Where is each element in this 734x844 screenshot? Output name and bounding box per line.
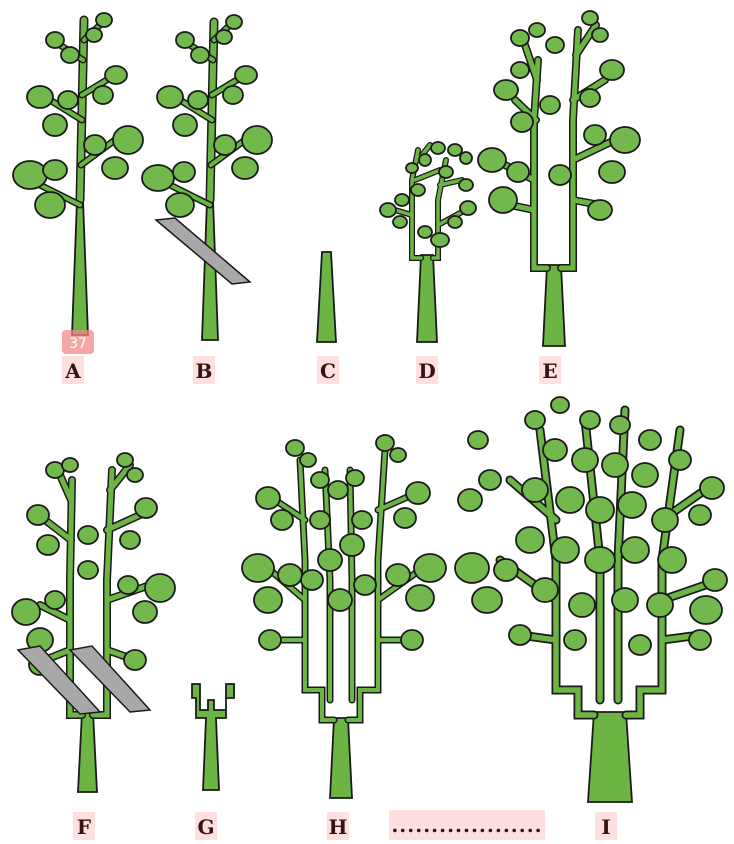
label-i: I xyxy=(595,812,617,840)
plant-d xyxy=(380,142,476,342)
plant-e xyxy=(478,11,640,346)
plant-h xyxy=(242,435,446,798)
svg-text:E: E xyxy=(542,359,557,383)
label-b: B xyxy=(193,356,215,384)
label-e: E xyxy=(539,356,561,384)
svg-text:B: B xyxy=(196,359,213,383)
page-badge: 37 xyxy=(62,330,94,354)
svg-text:C: C xyxy=(320,359,336,383)
plant-a xyxy=(13,13,143,335)
plant-i xyxy=(455,397,727,802)
label-h: H xyxy=(327,812,349,840)
svg-text:A: A xyxy=(64,359,81,383)
svg-text:H: H xyxy=(329,815,348,839)
svg-text:...................: ................... xyxy=(391,813,542,837)
plant-g xyxy=(192,684,234,790)
plant-b xyxy=(142,15,272,340)
label-a: A xyxy=(62,356,84,384)
cutting-blade xyxy=(156,218,250,284)
badge-text: 37 xyxy=(69,336,87,352)
label-g: G xyxy=(195,812,217,840)
plant-f xyxy=(12,453,175,792)
label-d: D xyxy=(416,356,438,384)
svg-text:D: D xyxy=(418,359,435,383)
label-f: F xyxy=(73,812,95,840)
svg-text:G: G xyxy=(197,815,214,839)
plant-c xyxy=(317,252,336,342)
svg-text:I: I xyxy=(601,815,610,839)
ellipsis-label: ................... xyxy=(389,810,545,840)
label-c: C xyxy=(317,356,339,384)
svg-text:F: F xyxy=(77,815,91,839)
